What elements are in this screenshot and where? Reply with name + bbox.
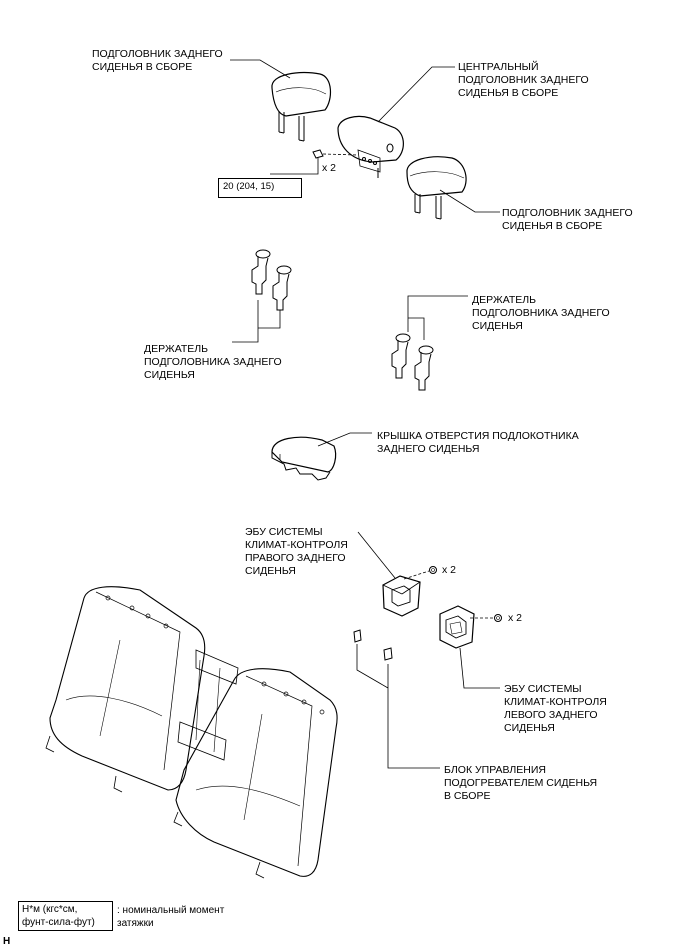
figure-code: H (3, 936, 11, 947)
leader-headrest-left (230, 59, 291, 79)
leader-headrest-center (377, 66, 455, 123)
leader-ecu-right (357, 531, 396, 579)
label-support-left: ДЕРЖАТЕЛЬ ПОДГОЛОВНИКА ЗАДНЕГО СИДЕНЬЯ (144, 343, 282, 381)
headrest-right-drawing (406, 156, 467, 220)
label-ecu-left: ЭБУ СИСТЕМЫ КЛИМАТ-КОНТРОЛЯ ЛЕВОГО ЗАДНЕ… (504, 683, 607, 734)
leader-armrest-cover (317, 432, 372, 447)
label-heater-unit: БЛОК УПРАВЛЕНИЯ ПОДОГРЕВАТЕЛЕМ СИДЕНЬЯ В… (444, 764, 598, 802)
nut-quantity-ecu-right: x 2 (442, 564, 457, 576)
headrest-left-drawing (271, 71, 331, 142)
bolt-drawing (270, 149, 359, 175)
leader-headrest-right (439, 189, 500, 213)
headrest-center-drawing (337, 115, 404, 178)
label-armrest-cover: КРЫШКА ОТВЕРСТИЯ ПОДЛОКОТНИКА ЗАДНЕГО СИ… (377, 430, 579, 455)
label-support-right: ДЕРЖАТЕЛЬ ПОДГОЛОВНИКА ЗАДНЕГО СИДЕНЬЯ (472, 294, 610, 332)
leader-heater-unit (356, 644, 440, 769)
supports-right-drawing (391, 333, 434, 391)
ecu-left-drawing (439, 605, 502, 649)
heater-units-drawing (353, 629, 393, 661)
armrest-cover-drawing (271, 436, 337, 481)
leader-ecu-left (459, 647, 500, 689)
seat-back-drawing (45, 586, 338, 879)
leader-support-left (232, 300, 281, 343)
legend-description: : номинальный момент затяжки (117, 905, 225, 929)
supports-left-drawing (251, 249, 292, 311)
label-headrest-center: ЦЕНТРАЛЬНЫЙ ПОДГОЛОВНИК ЗАДНЕГО СИДЕНЬЯ … (458, 61, 589, 99)
nut-quantity-ecu-left: x 2 (508, 612, 523, 624)
label-headrest-right: ПОДГОЛОВНИК ЗАДНЕГО СИДЕНЬЯ В СБОРЕ (502, 207, 633, 232)
torque-spec-box: 20 (204, 15) (218, 178, 302, 198)
leader-support-right (407, 295, 468, 340)
label-ecu-right: ЭБУ СИСТЕМЫ КЛИМАТ-КОНТРОЛЯ ПРАВОГО ЗАДН… (245, 526, 348, 577)
label-headrest-left: ПОДГОЛОВНИК ЗАДНЕГО СИДЕНЬЯ В СБОРЕ (92, 48, 223, 73)
bolt-quantity: x 2 (322, 162, 337, 174)
legend-torque-unit-box: Н*м (кгс*см, фунт-сила-фут) (18, 901, 113, 931)
ecu-right-drawing (382, 566, 437, 617)
